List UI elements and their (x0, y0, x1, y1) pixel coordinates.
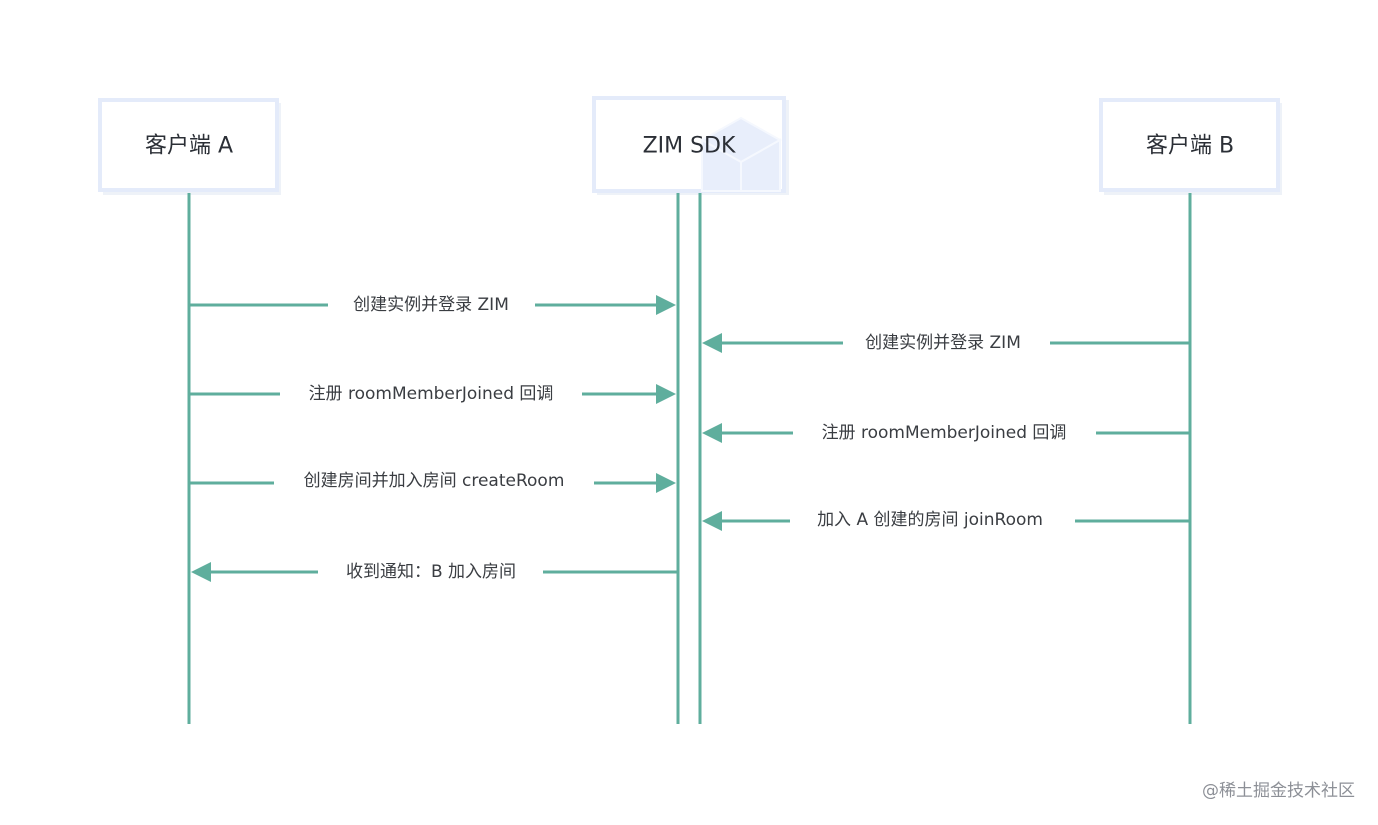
participant-client-a: 客户端 A (98, 98, 281, 195)
participant-box (1099, 98, 1280, 192)
message-arrow: 创建实例并登录 ZIM (702, 333, 1190, 353)
message-label: 创建实例并登录 ZIM (865, 333, 1021, 353)
participant-box (98, 98, 279, 192)
message-label: 收到通知：B 加入房间 (346, 562, 516, 582)
arrowhead-left-icon (702, 423, 722, 443)
participant-label-zim-sdk: ZIM SDK (643, 134, 736, 159)
message-arrow: 创建实例并登录 ZIM (189, 295, 676, 315)
message-arrow: 创建房间并加入房间 createRoom (189, 471, 676, 493)
message-label: 加入 A 创建的房间 joinRoom (817, 510, 1043, 530)
arrowhead-left-icon (702, 511, 722, 531)
arrowhead-right-icon (656, 384, 676, 404)
arrowhead-right-icon (656, 295, 676, 315)
message-arrow: 注册 roomMemberJoined 回调 (702, 423, 1190, 443)
participant-label-client-a: 客户端 A (145, 134, 233, 159)
participant-client-b: 客户端 B (1099, 98, 1282, 195)
message-label: 注册 roomMemberJoined 回调 (309, 384, 554, 404)
message-arrow: 加入 A 创建的房间 joinRoom (702, 510, 1190, 531)
watermark: @稀土掘金技术社区 (1202, 781, 1355, 801)
cube-icon (699, 116, 783, 192)
message-arrow: 收到通知：B 加入房间 (191, 562, 678, 582)
participant-zim-sdk: ZIM SDK (592, 96, 789, 195)
arrowhead-right-icon (656, 473, 676, 493)
message-label: 创建房间并加入房间 createRoom (304, 471, 565, 491)
message-label: 创建实例并登录 ZIM (353, 295, 509, 315)
participant-label-client-b: 客户端 B (1146, 134, 1234, 159)
arrowhead-left-icon (191, 562, 211, 582)
message-label: 注册 roomMemberJoined 回调 (822, 423, 1067, 443)
message-arrow: 注册 roomMemberJoined 回调 (189, 384, 676, 404)
arrowhead-left-icon (702, 333, 722, 353)
